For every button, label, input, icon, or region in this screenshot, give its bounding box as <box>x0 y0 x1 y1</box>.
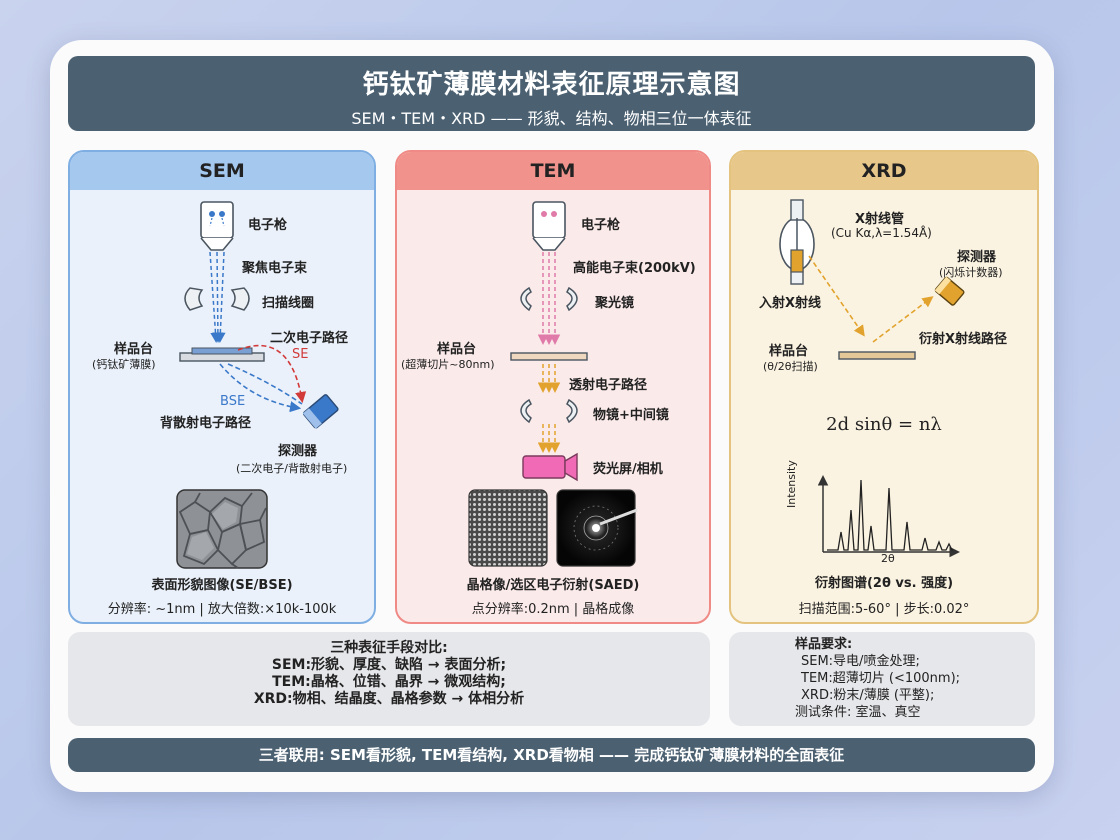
sem-sample-stage <box>179 347 265 362</box>
camera-icon <box>522 452 578 482</box>
xrd-detector-label: 探测器 <box>957 250 997 265</box>
bragg-equation: 2d sinθ = nλ <box>826 414 942 435</box>
diffracted-xray <box>872 296 934 343</box>
sem-image-label: 表面形貌图像(SE/BSE) <box>151 578 293 593</box>
tem-beam-label: 高能电子束(200kV) <box>573 261 696 276</box>
sem-detector-icon <box>302 394 339 429</box>
page-title: 钙钛矿薄膜材料表征原理示意图 <box>362 70 741 100</box>
bse-arrow <box>219 363 302 413</box>
tem-panel: TEM <box>395 150 711 624</box>
xrd-stage-label: 样品台 <box>769 344 809 359</box>
sem-stage-label: 样品台 <box>114 342 154 357</box>
comparison-line-3: XRD:物相、结晶度、晶格参数 → 体相分析 <box>253 691 525 707</box>
sem-beam-label: 聚焦电子束 <box>242 261 308 276</box>
sem-diagram <box>176 201 339 569</box>
requirements-line-3: XRD:粉末/薄膜 (平整); <box>801 688 935 703</box>
xrd-detector-icon <box>934 276 965 306</box>
lattice-image <box>468 489 548 567</box>
xrd-ylabel: Intensity <box>785 460 798 508</box>
sem-gun-label: 电子枪 <box>248 218 288 233</box>
tem-high-energy-beam <box>537 252 561 345</box>
sem-detector-label: 探测器 <box>278 444 318 459</box>
comparison-title: 三种表征手段对比: <box>330 640 448 656</box>
xrd-xlabel: 2θ <box>881 552 895 565</box>
xrd-tube-sub: (Cu Kα,λ=1.54Å) <box>831 226 932 240</box>
condenser-lens-icon <box>520 286 578 312</box>
se-arrow <box>237 344 307 404</box>
requirements-line-4: 测试条件: 室温、真空 <box>795 705 921 720</box>
xrd-footer: 扫描范围:5-60° | 步长:0.02° <box>798 602 970 617</box>
tem-trans-label: 透射电子路径 <box>569 378 648 393</box>
xrd-incident-label: 入射X射线 <box>759 296 822 311</box>
tem-electron-gun-icon <box>532 201 566 251</box>
sem-panel: SEM <box>68 150 376 624</box>
comparison-box: 三种表征手段对比: SEM:形貌、厚度、缺陷 → 表面分析; TEM:晶格、位错… <box>68 632 710 726</box>
xrd-pattern-label: 衍射图谱(2θ vs. 强度) <box>814 576 954 591</box>
electron-gun-icon <box>200 201 234 251</box>
tem-condenser-label: 聚光镜 <box>595 296 635 311</box>
xrd-tube-label: X射线管 <box>855 212 905 227</box>
focused-beam <box>209 251 226 343</box>
scan-coil-icon <box>184 287 250 311</box>
xrd-diagram <box>779 199 965 558</box>
sem-detector-sub: (二次电子/背散射电子) <box>236 462 348 475</box>
saed-pattern <box>556 489 638 567</box>
xrd-stage-sub: (θ/2θ扫描) <box>763 360 818 373</box>
tem-panel-title: TEM <box>397 152 709 190</box>
tem-footer: 点分辨率:0.2nm | 晶格成像 <box>471 602 635 617</box>
tem-stage-label: 样品台 <box>437 342 477 357</box>
xrd-detector-sub: (闪烁计数器) <box>939 266 1003 279</box>
sem-coil-label: 扫描线圈 <box>262 296 315 311</box>
requirements-box: 样品要求: SEM:导电/喷金处理; TEM:超薄切片 (<100nm); XR… <box>729 632 1035 726</box>
sem-bse-path-label: 背散射电子路径 <box>160 416 252 431</box>
tem-objective-label: 物镜+中间镜 <box>593 408 669 423</box>
xrd-panel: XRD X射线管 (Cu Kα,λ=1.54Å) 探测器 (闪烁 <box>729 150 1039 624</box>
xrd-pattern-axes <box>817 475 960 558</box>
sem-se-path-label: 二次电子路径 <box>270 331 349 346</box>
sem-se-label: SE <box>292 347 309 362</box>
tem-stage-sub: (超薄切片~80nm) <box>401 358 495 371</box>
xrd-pattern-curve <box>827 479 953 551</box>
sem-stage-sub: (钙钛矿薄膜) <box>92 358 156 371</box>
tem-image-label: 晶格像/选区电子衍射(SAED) <box>466 578 640 593</box>
comparison-line-2: TEM:晶格、位错、晶界 → 微观结构; <box>272 674 506 690</box>
sem-footer: 分辨率: ~1nm | 放大倍数:×10k-100k <box>107 602 337 617</box>
sem-panel-title: SEM <box>70 152 374 190</box>
page-subtitle: SEM・TEM・XRD —— 形貌、结构、物相三位一体表征 <box>351 109 752 128</box>
tem-diagram <box>468 201 638 567</box>
xrd-peak-line <box>827 479 953 551</box>
sem-bse-label: BSE <box>220 394 246 409</box>
tem-gun-label: 电子枪 <box>581 218 621 233</box>
requirements-title: 样品要求: <box>795 637 853 652</box>
tem-screen-label: 荧光屏/相机 <box>593 462 663 477</box>
tem-sample-stage <box>510 352 588 361</box>
xray-tube-icon <box>779 199 815 285</box>
comparison-line-1: SEM:形貌、厚度、缺陷 → 表面分析; <box>271 657 507 673</box>
requirements-line-1: SEM:导电/喷金处理; <box>801 654 920 669</box>
xrd-panel-title: XRD <box>731 152 1037 190</box>
objective-lens-icon <box>520 398 578 424</box>
sem-surface-image <box>176 489 268 569</box>
transmitted-beam <box>537 364 561 453</box>
xrd-sample-stage <box>838 351 916 360</box>
requirements-line-2: TEM:超薄切片 (<100nm); <box>801 671 961 686</box>
xrd-diffracted-label: 衍射X射线路径 <box>919 332 1008 347</box>
page-header: 钙钛矿薄膜材料表征原理示意图 SEM・TEM・XRD —— 形貌、结构、物相三位… <box>68 56 1035 131</box>
bottom-summary: 三者联用: SEM看形貌, TEM看结构, XRD看物相 —— 完成钙钛矿薄膜材… <box>68 738 1035 772</box>
bse-arrow-2 <box>227 363 303 405</box>
